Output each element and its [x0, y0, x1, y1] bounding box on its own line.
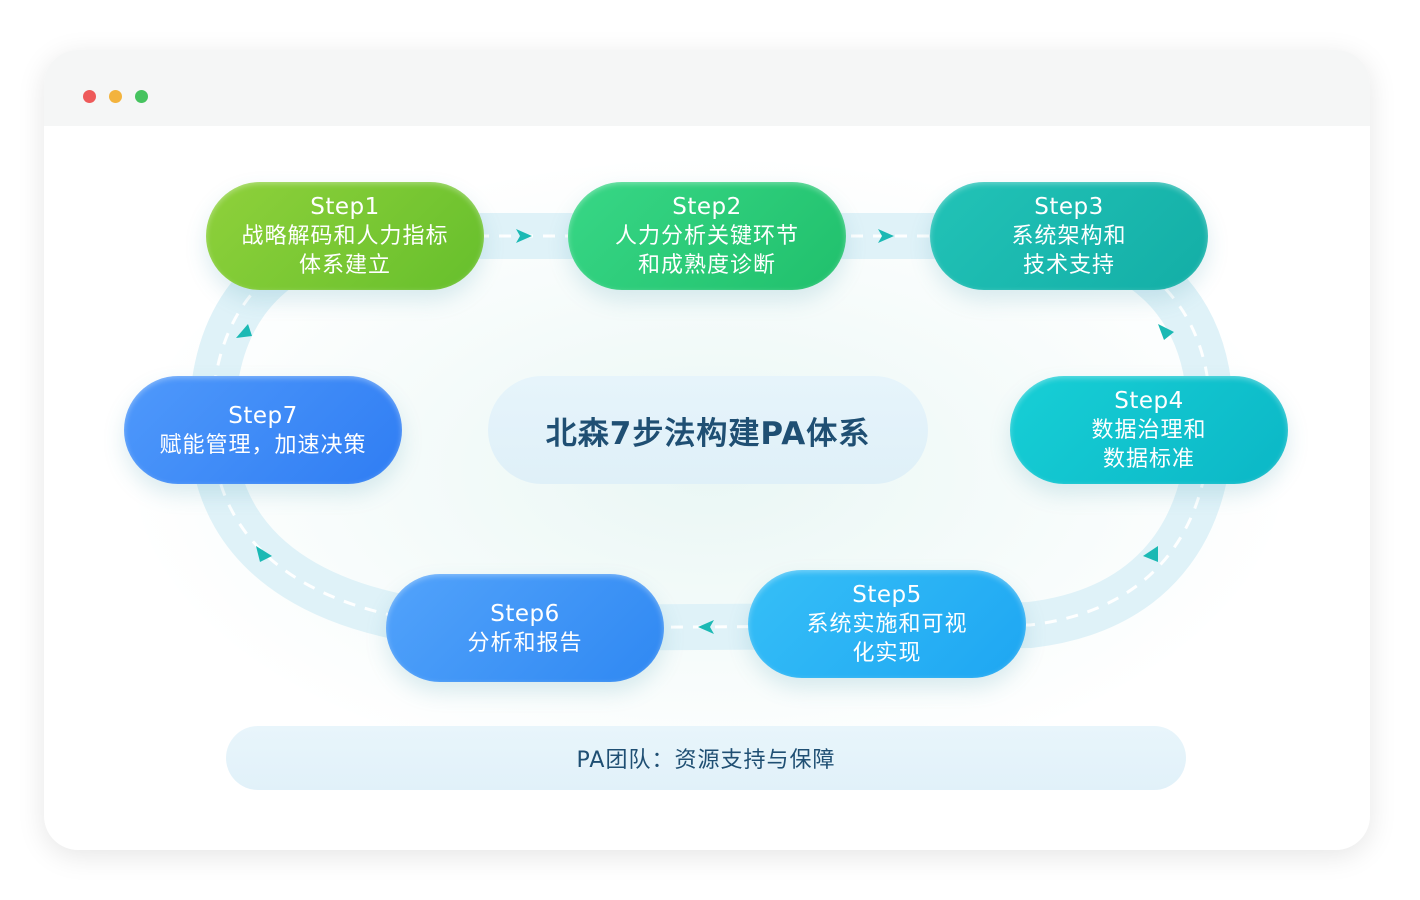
step2-number: Step2: [672, 194, 742, 220]
step3-desc-line1: 系统架构和: [1011, 224, 1127, 249]
step7-desc-line1: 赋能管理，加速决策: [159, 432, 367, 458]
step3-card[interactable]: Step3 系统架构和 技术支持: [930, 182, 1208, 290]
step5-card[interactable]: Step5 系统实施和可视 化实现: [748, 570, 1026, 678]
step5-desc-line2: 化实现: [852, 641, 922, 666]
step1-card[interactable]: Step1 战略解码和人力指标 体系建立: [206, 182, 484, 290]
step5-number: Step5: [852, 582, 922, 608]
minimize-dot[interactable]: [109, 90, 122, 103]
window-titlebar: [44, 50, 1370, 126]
step7-card[interactable]: Step7 赋能管理，加速决策: [124, 376, 402, 484]
step5-desc-line1: 系统实施和可视: [806, 612, 968, 637]
step2-desc-line2: 和成熟度诊断: [637, 253, 776, 278]
step1-desc-line2: 体系建立: [298, 253, 391, 278]
diagram-center-title: 北森7步法构建PA体系: [488, 376, 928, 484]
step2-desc-line1: 人力分析关键环节: [614, 224, 799, 249]
step6-desc-line1: 分析和报告: [467, 630, 583, 656]
pa-team-support-bar: PA团队：资源支持与保障: [226, 726, 1186, 790]
step4-desc-line1: 数据治理和: [1091, 418, 1207, 443]
step7-number: Step7: [228, 402, 298, 429]
step1-desc-line1: 战略解码和人力指标: [241, 224, 449, 249]
step4-desc-line2: 数据标准: [1102, 447, 1195, 472]
step3-number: Step3: [1034, 194, 1104, 220]
step3-desc-line2: 技术支持: [1022, 253, 1115, 278]
close-dot[interactable]: [83, 90, 96, 103]
step4-card[interactable]: Step4 数据治理和 数据标准: [1010, 376, 1288, 484]
step6-number: Step6: [490, 600, 560, 627]
step1-number: Step1: [310, 194, 380, 220]
step6-card[interactable]: Step6 分析和报告: [386, 574, 664, 682]
step2-card[interactable]: Step2 人力分析关键环节 和成熟度诊断: [568, 182, 846, 290]
maximize-dot[interactable]: [135, 90, 148, 103]
step4-number: Step4: [1114, 388, 1184, 414]
